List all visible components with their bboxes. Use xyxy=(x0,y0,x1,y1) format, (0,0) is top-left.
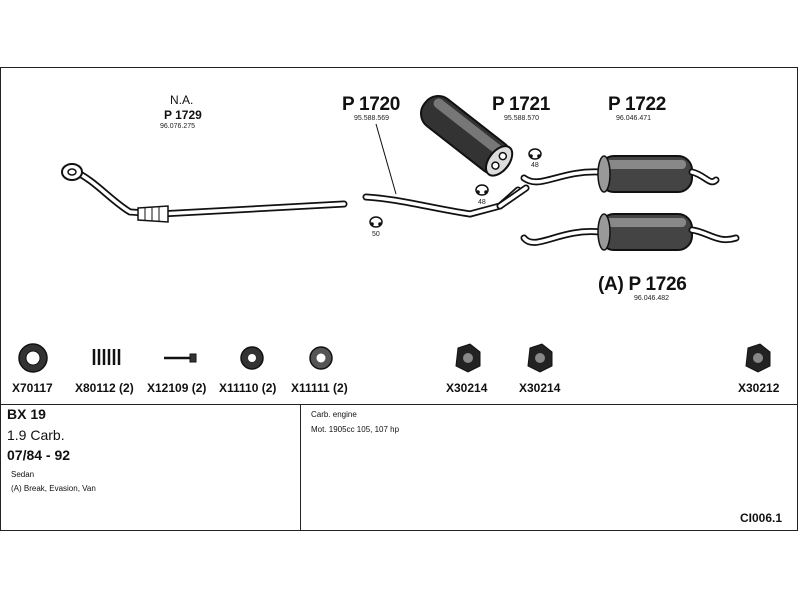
bolt-icon[interactable] xyxy=(164,353,197,363)
gasket-ring-icon[interactable] xyxy=(18,343,48,373)
p1720-label[interactable]: P 1720 xyxy=(342,94,401,115)
nut-hex-icon[interactable] xyxy=(527,343,553,373)
vehicle-engine-size: 1.9 Carb. xyxy=(7,427,65,443)
intermediate-pipe-p1720[interactable] xyxy=(362,123,530,218)
front-pipe-p1729[interactable] xyxy=(61,163,348,223)
rubber-mount-icon[interactable] xyxy=(240,346,264,370)
clamp-50-number: 50 xyxy=(372,231,380,238)
accessory-label[interactable]: X70117 xyxy=(12,381,53,395)
rear-muffler-p1726[interactable] xyxy=(520,213,740,251)
spring-icon[interactable] xyxy=(92,348,122,366)
accessory-label[interactable]: X30212 xyxy=(738,381,780,395)
accessory-label[interactable]: X80112 (2) xyxy=(75,381,134,395)
vehicle-body: Sedan xyxy=(11,470,35,479)
catalog-code: CI006.1 xyxy=(740,511,783,525)
accessory-label[interactable]: X30214 xyxy=(446,381,488,395)
clamp-50-icon[interactable] xyxy=(369,216,383,228)
clamp-48-b-number: 48 xyxy=(531,162,539,169)
accessory-label[interactable]: X11110 (2) xyxy=(219,381,277,395)
accessory-label[interactable]: X11111 (2) xyxy=(291,381,348,395)
p1722-label[interactable]: P 1722 xyxy=(608,94,667,115)
accessory-label[interactable]: X12109 (2) xyxy=(147,381,207,395)
engine-type: Carb. engine xyxy=(311,410,357,419)
clamp-48-a-number: 48 xyxy=(478,199,486,206)
p1720-number: 95.588.569 xyxy=(354,115,390,122)
p1729-number: 96.076.275 xyxy=(160,123,196,130)
rear-muffler-p1722[interactable] xyxy=(520,155,720,193)
p1729-top-label: N.A. xyxy=(170,93,194,107)
diagram-frame xyxy=(0,67,798,531)
p1726-label[interactable]: (A) P 1726 xyxy=(598,274,687,295)
vehicle-variants: (A) Break, Evasion, Van xyxy=(11,484,96,493)
info-divider-vertical xyxy=(300,404,301,531)
p1726-number: 96.046.482 xyxy=(634,295,670,302)
clamp-48-a-icon[interactable] xyxy=(475,184,489,196)
clamp-48-b-icon[interactable] xyxy=(528,148,542,160)
engine-spec: Mot. 1905cc 105, 107 hp xyxy=(311,425,400,434)
nut-hex-icon[interactable] xyxy=(455,343,481,373)
info-divider-horizontal xyxy=(0,404,798,405)
p1721-label[interactable]: P 1721 xyxy=(492,94,551,115)
vehicle-model: BX 19 xyxy=(7,406,46,422)
p1721-number: 95.588.570 xyxy=(504,115,540,122)
rubber-ring-icon[interactable] xyxy=(309,346,333,370)
p1722-number: 96.046.471 xyxy=(616,115,652,122)
accessory-label[interactable]: X30214 xyxy=(519,381,561,395)
vehicle-years: 07/84 - 92 xyxy=(7,447,71,463)
p1729-label[interactable]: P 1729 xyxy=(164,108,202,122)
nut-hex-icon[interactable] xyxy=(745,343,771,373)
center-muffler-p1721[interactable] xyxy=(415,90,518,181)
